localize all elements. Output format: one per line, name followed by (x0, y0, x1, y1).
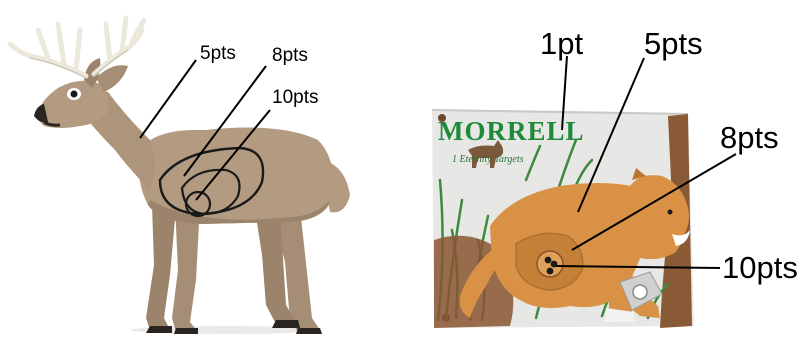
deer-10pts-label: 10pts (272, 88, 318, 107)
deer-5pts-label: 5pts (200, 44, 236, 63)
cougar-5pts-label: 5pts (644, 28, 703, 59)
deer-8pts-label: 8pts (272, 46, 308, 65)
cougar-10pts-label: 10pts (722, 252, 798, 283)
cougar-8pts-label: 8pts (720, 122, 779, 153)
cougar-1pt-label: 1pt (540, 28, 583, 59)
brand-tagline: 1 Eternity Targets (452, 155, 523, 165)
brand-logo-text: MORRELL (438, 118, 585, 145)
cougar-target (432, 56, 736, 328)
